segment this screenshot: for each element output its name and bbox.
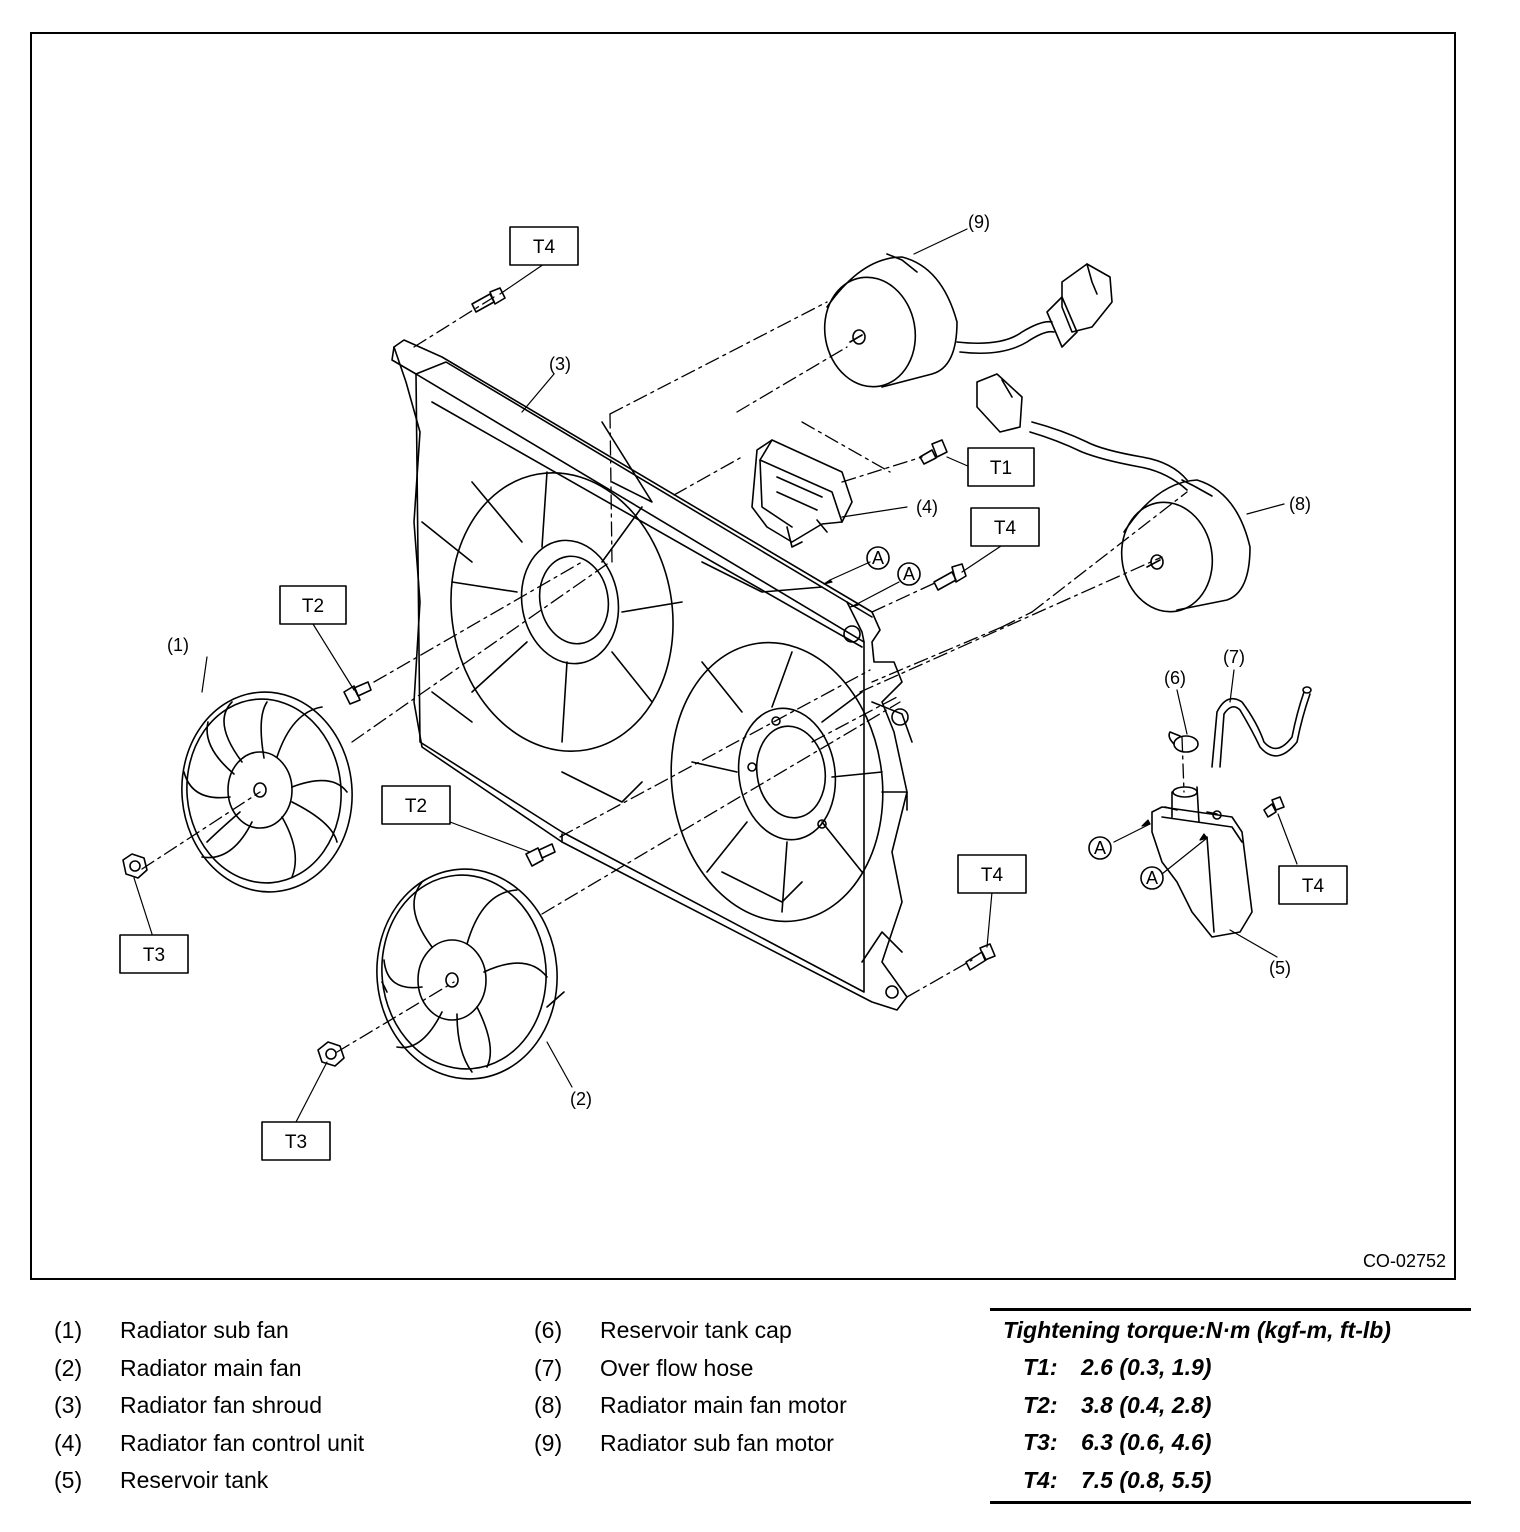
torque-row: T3: 6.3 (0.6, 4.6) bbox=[990, 1424, 1471, 1462]
torque-box-t4-lower: T4 bbox=[957, 854, 1027, 894]
torque-box-t3-bottom: T3 bbox=[261, 1121, 331, 1161]
torque-key: T4: bbox=[1023, 1466, 1058, 1493]
legend-name: Radiator sub fan motor bbox=[600, 1429, 834, 1456]
ref-mark-a-1: A bbox=[866, 546, 890, 570]
ref-mark-a-1-text: A bbox=[872, 548, 884, 568]
radiator-sub-fan bbox=[181, 691, 353, 893]
fan-shroud bbox=[391, 339, 913, 1011]
callout-5: (5) bbox=[1269, 958, 1291, 978]
legend-num: (3) bbox=[54, 1392, 83, 1418]
legend-num: (2) bbox=[54, 1354, 83, 1381]
legend-item: (5) Reservoir tank bbox=[54, 1462, 364, 1500]
torque-row: T1: 2.6 (0.3, 1.9) bbox=[990, 1349, 1471, 1387]
legend-name: Radiator main fan bbox=[120, 1354, 302, 1381]
torque-box-t1: T1 bbox=[967, 447, 1035, 487]
torque-table-title: Tightening torque:N·m (kgf-m, ft-lb) bbox=[1003, 1317, 1391, 1343]
ref-mark-a-4: A bbox=[1140, 866, 1164, 890]
torque-box-t1-text: T1 bbox=[990, 458, 1012, 479]
shroud-sub-fan-opening bbox=[450, 471, 683, 752]
torque-value: 2.6 (0.3, 1.9) bbox=[1081, 1354, 1212, 1381]
overflow-hose bbox=[1211, 686, 1312, 768]
reservoir-tank-cap bbox=[1168, 731, 1199, 753]
legend-num: (5) bbox=[54, 1467, 83, 1493]
radiator-main-fan-motor bbox=[976, 373, 1251, 613]
legend-item: (2) Radiator main fan bbox=[54, 1350, 364, 1388]
exploded-diagram: T4 T1 T4 T2 T2 T3 T3 T4 bbox=[30, 32, 1456, 1280]
torque-box-t3-bottom-text: T3 bbox=[285, 1132, 307, 1153]
legend-num: (9) bbox=[534, 1429, 563, 1456]
fasteners bbox=[122, 287, 1285, 1067]
callout-6: (6) bbox=[1164, 668, 1186, 688]
torque-key: T3: bbox=[1023, 1429, 1058, 1456]
callout-1: (1) bbox=[167, 635, 189, 655]
torque-box-t2-upper: T2 bbox=[279, 585, 347, 625]
legend-item: (8) Radiator main fan motor bbox=[534, 1387, 847, 1425]
legend-item: (7) Over flow hose bbox=[534, 1350, 847, 1388]
legend-item: (6) Reservoir tank cap bbox=[534, 1312, 847, 1350]
torque-value: 7.5 (0.8, 5.5) bbox=[1081, 1466, 1212, 1493]
legend-left: (1) Radiator sub fan (2) Radiator main fan… bbox=[54, 1312, 364, 1500]
legend-right: (6)Reservoir tank cap (7)Over flow hose … bbox=[534, 1312, 847, 1462]
legend-name: Radiator fan control unit bbox=[120, 1429, 365, 1456]
legend-item: (3) Radiator fan shroud bbox=[54, 1387, 364, 1425]
callout-9: (9) bbox=[968, 212, 990, 232]
reservoir-tank bbox=[1151, 786, 1253, 938]
leader-lines bbox=[133, 228, 1298, 1123]
torque-box-t3-left: T3 bbox=[119, 934, 189, 974]
torque-key: T2: bbox=[1023, 1391, 1058, 1418]
legend-item: (4) Radiator fan control unit bbox=[54, 1425, 364, 1463]
ref-mark-a-3-text: A bbox=[1094, 838, 1106, 858]
legend-name: Radiator main fan motor bbox=[600, 1392, 847, 1418]
torque-box-t2-lower-text: T2 bbox=[405, 796, 427, 817]
legend-num: (4) bbox=[54, 1429, 83, 1456]
legend-name: Reservoir tank bbox=[120, 1467, 269, 1493]
legend-name: Radiator fan shroud bbox=[120, 1392, 323, 1418]
legend-num: (1) bbox=[54, 1317, 83, 1343]
torque-box-t4-tank-text: T4 bbox=[1302, 876, 1325, 897]
radiator-fan-control-unit bbox=[751, 439, 853, 548]
callout-4: (4) bbox=[916, 497, 938, 517]
radiator-sub-fan-motor bbox=[823, 253, 1113, 388]
ref-mark-a-3: A bbox=[1088, 836, 1112, 860]
ref-mark-a-2: A bbox=[897, 562, 921, 586]
legend-name: Over flow hose bbox=[600, 1354, 754, 1381]
torque-box-t3-left-text: T3 bbox=[143, 945, 165, 966]
radiator-main-fan bbox=[376, 868, 565, 1080]
legend-name: Radiator sub fan bbox=[120, 1317, 289, 1343]
figure-code: CO-02752 bbox=[1362, 1251, 1446, 1271]
legend-item: (9) Radiator sub fan motor bbox=[534, 1425, 847, 1463]
torque-table: Tightening torque:N·m (kgf-m, ft-lb) T1:… bbox=[990, 1308, 1471, 1504]
legend-item: (1) Radiator sub fan bbox=[54, 1312, 364, 1350]
torque-box-t2-upper-text: T2 bbox=[302, 596, 324, 617]
ref-mark-a-4-text: A bbox=[1146, 868, 1158, 888]
legend-name: Reservoir tank cap bbox=[600, 1317, 792, 1343]
torque-box-t4-lower-text: T4 bbox=[981, 865, 1004, 886]
torque-value: 3.8 (0.4, 2.8) bbox=[1081, 1391, 1212, 1418]
callout-2: (2) bbox=[570, 1089, 592, 1109]
torque-key: T1: bbox=[1023, 1354, 1058, 1381]
torque-box-t2-lower: T2 bbox=[381, 785, 451, 825]
torque-box-t4-mid-text: T4 bbox=[994, 518, 1017, 539]
torque-box-t4-top: T4 bbox=[509, 226, 579, 266]
torque-box-t4-top-text: T4 bbox=[533, 237, 556, 258]
shroud-main-fan-opening bbox=[670, 641, 884, 923]
torque-row: T2: 3.8 (0.4, 2.8) bbox=[990, 1387, 1471, 1425]
torque-box-t4-mid: T4 bbox=[970, 507, 1040, 547]
assembly-lines bbox=[141, 296, 1188, 1053]
torque-box-t4-tank: T4 bbox=[1278, 865, 1348, 905]
legend-num: (6) bbox=[534, 1317, 563, 1343]
legend-num: (7) bbox=[534, 1354, 563, 1381]
callout-7: (7) bbox=[1223, 647, 1245, 667]
torque-table-top-rule bbox=[990, 1308, 1471, 1311]
torque-row: T4: 7.5 (0.8, 5.5) bbox=[990, 1462, 1471, 1500]
torque-table-bottom-rule bbox=[990, 1501, 1471, 1504]
callout-8: (8) bbox=[1289, 494, 1311, 514]
callout-3: (3) bbox=[549, 354, 571, 374]
legend-num: (8) bbox=[534, 1392, 563, 1418]
ref-mark-a-2-text: A bbox=[903, 564, 915, 584]
diagram-drawing: T4 T1 T4 T2 T2 T3 T3 T4 bbox=[119, 212, 1348, 1161]
torque-value: 6.3 (0.6, 4.6) bbox=[1081, 1429, 1212, 1456]
